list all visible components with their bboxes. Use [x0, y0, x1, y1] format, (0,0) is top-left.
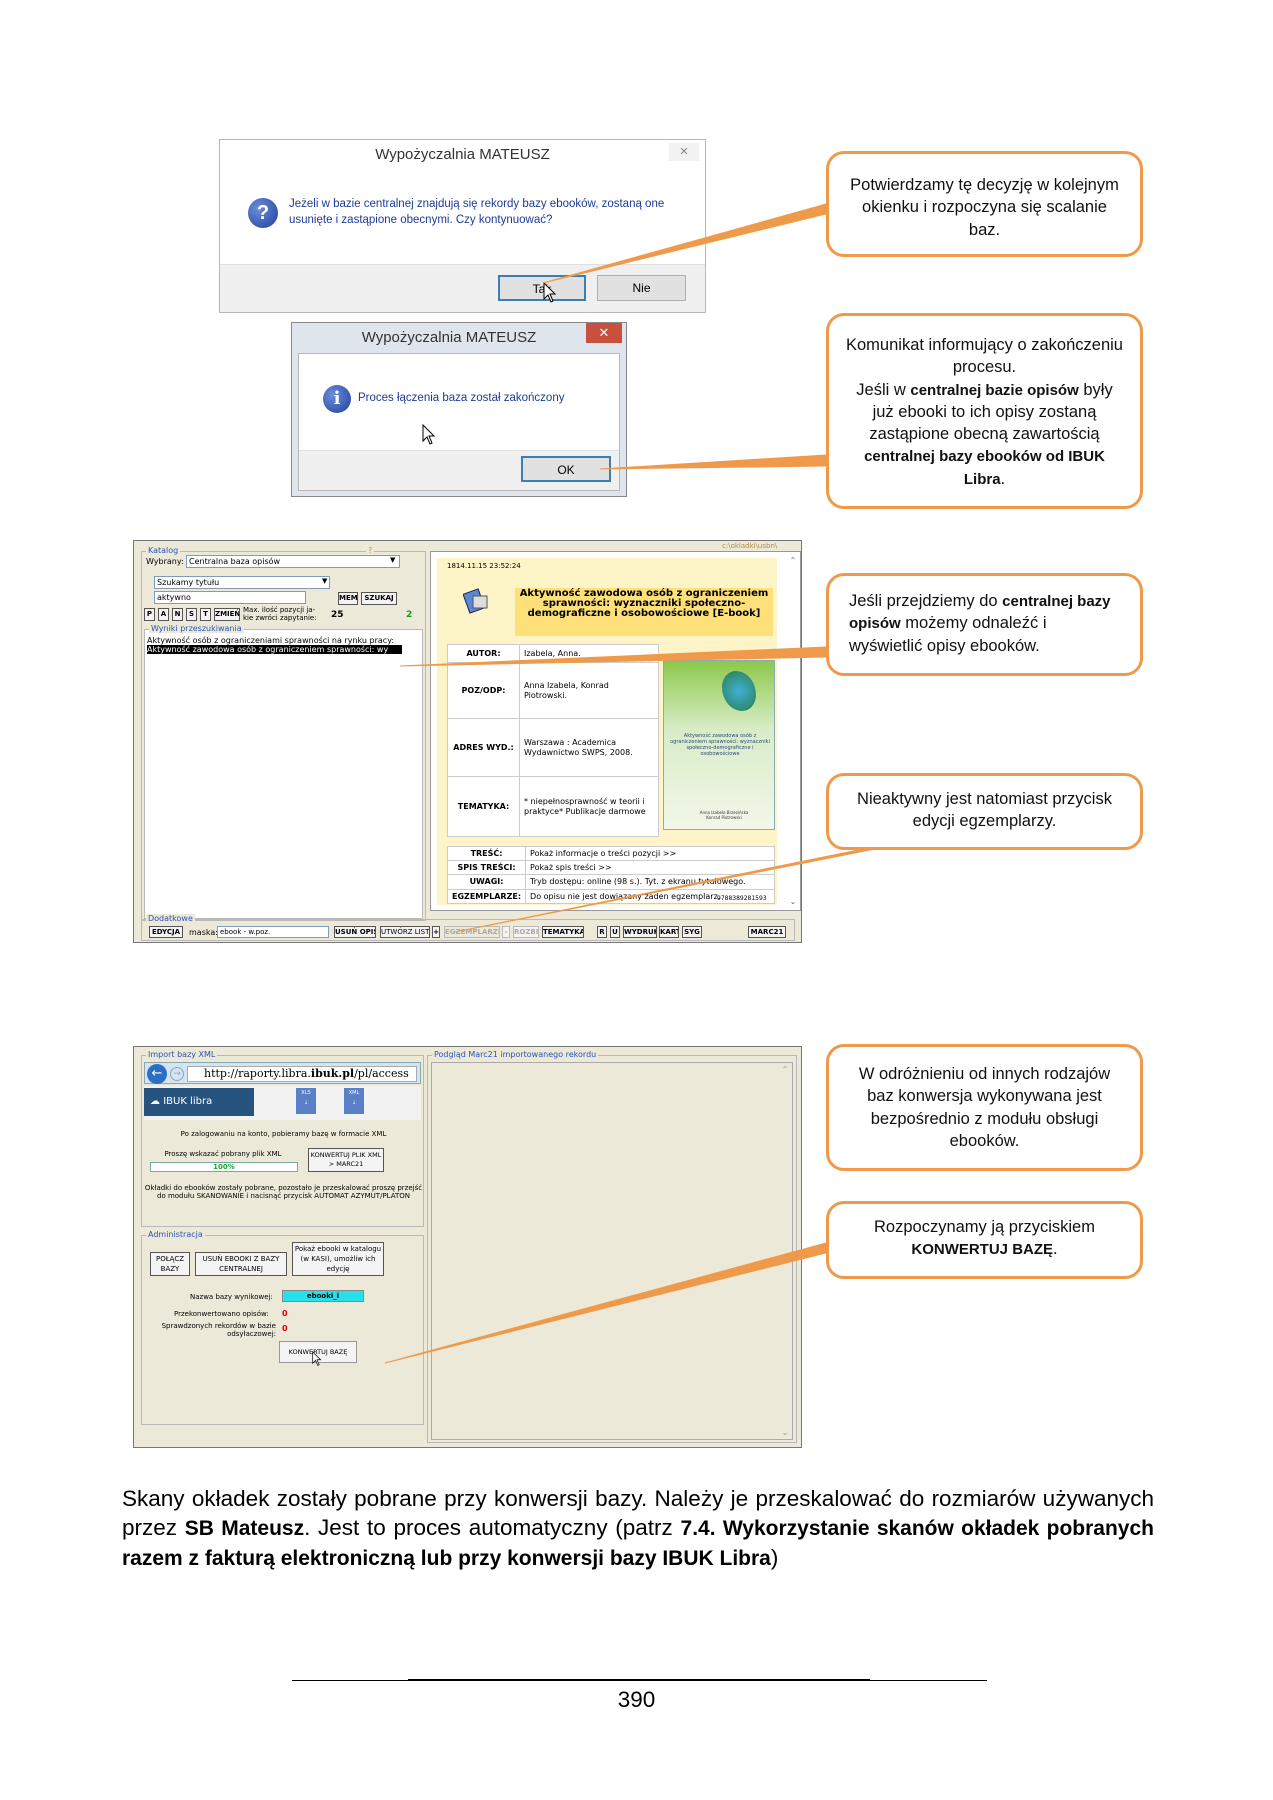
filter-p-button[interactable]: P [144, 608, 155, 621]
print-button[interactable]: WYDRUK [623, 926, 657, 938]
admin-group: Administracja POŁĄCZ BAZY USUŃ EBOOKI Z … [141, 1230, 424, 1425]
xml-download-icon[interactable]: XML↓ [344, 1088, 364, 1114]
catalog-window: Katalog ? Wybrany: Centralna baza opisów… [133, 540, 802, 943]
list-item-selected[interactable]: Aktywność zawodowa osób z ograniczeniem … [147, 645, 402, 655]
marc21-button[interactable]: MARC21 [748, 926, 786, 938]
remove-ebooks-button[interactable]: USUŃ EBOOKI Z BAZY CENTRALNEJ [195, 1252, 287, 1276]
signature-button[interactable]: SYG [682, 926, 702, 938]
r-button[interactable]: R [597, 926, 607, 938]
confirm-dialog: Wypożyczalnia MATEUSZ ✕ ? Jeżeli w bazie… [219, 139, 706, 313]
mouse-cursor-icon [312, 1351, 322, 1366]
progress-fill [151, 1163, 297, 1171]
footer-rule-bold [408, 1679, 870, 1681]
filter-s-button[interactable]: S [186, 608, 197, 621]
record-title: Aktywność zawodowa osób z ograniczeniem … [515, 588, 773, 636]
callout-conversion: W odróżnieniu od innych rodzajów baz kon… [826, 1044, 1143, 1171]
merge-databases-button[interactable]: POŁĄCZ BAZY [150, 1252, 190, 1276]
progress-bar: 100% [150, 1162, 298, 1172]
filter-t-button[interactable]: T [200, 608, 211, 621]
record-table: AUTOR:Izabela, Anna. POZ/ODP:Anna Izabel… [447, 644, 659, 837]
database-select[interactable]: Centralna baza opisów [186, 555, 400, 568]
edit-button[interactable]: EDYCJA [149, 926, 183, 938]
change-button[interactable]: ZMIEŃ [214, 608, 240, 621]
browser-bar: ← → http://raporty.libra.ibuk.pl/pl/acce… [144, 1062, 421, 1084]
callout-central-base: Jeśli przejdziemy do centralnej bazy opi… [826, 573, 1143, 676]
chevron-down-icon[interactable]: ▼ [390, 556, 396, 564]
cloud-icon: ☁ [150, 1096, 160, 1107]
search-mode-select[interactable]: Szukamy tytułu [154, 576, 330, 589]
toc-link[interactable]: Pokaż spis treści >> [525, 860, 775, 876]
extra-group: Dodatkowe EDYCJA maska: ebook - w.poz. U… [141, 914, 795, 941]
forward-icon[interactable]: → [170, 1067, 184, 1081]
u-button[interactable]: U [610, 926, 620, 938]
question-icon: ? [248, 198, 278, 228]
show-ebooks-button[interactable]: Pokaż ebooki w katalogu (w KASI), umożli… [292, 1242, 384, 1276]
dialog-title: Wypożyczalnia MATEUSZ [375, 146, 550, 163]
connector-finished [599, 454, 827, 470]
create-list-button[interactable]: UTWÓRZ LISTĘ [380, 926, 430, 938]
page-number: 390 [617, 1687, 656, 1712]
xls-download-icon[interactable]: XLS↓ [296, 1088, 316, 1114]
mouse-cursor-icon [543, 282, 557, 303]
split-button: ROZBIJ [513, 926, 539, 938]
close-button[interactable]: ✕ [586, 323, 622, 343]
copies-button: EGZEMPLARZE [444, 926, 500, 938]
chevron-down-icon[interactable]: ▼ [322, 577, 328, 585]
mask-select[interactable]: ebook - w.poz. [217, 926, 329, 938]
no-button[interactable]: Nie [597, 275, 686, 301]
book-cover: Aktywność zawodowa osób z ograniczeniem … [663, 660, 775, 830]
marc-preview-area[interactable]: ⌃⌄ [431, 1062, 793, 1440]
info-dialog: Wypożyczalnia MATEUSZ ✕ i Proces łączeni… [291, 322, 627, 497]
callout-convert-button: Rozpoczynamy ją przyciskiem KONWERTUJ BA… [826, 1201, 1143, 1279]
card-button[interactable]: KART [659, 926, 679, 938]
body-paragraph: Skany okładek zostały pobrane przy konwe… [122, 1486, 1154, 1570]
dialog-message: Proces łączenia baza został zakończony [358, 392, 565, 404]
convert-file-button[interactable]: KONWERTUJ PLIK XML > MARC21 [308, 1148, 384, 1172]
record-card: 1814.11.15 23:52:24 Aktywność zawodowa o… [437, 558, 777, 905]
search-button[interactable]: SZUKAJ [361, 592, 397, 605]
ibuk-banner: ☁ IBUK libra XLS↓ XML↓ [144, 1086, 421, 1120]
list-item[interactable]: Aktywność osób z ograniczeniami sprawnoś… [147, 636, 395, 645]
content-link[interactable]: Pokaż informacje o treści pozycji >> [525, 845, 775, 862]
mouse-cursor-icon [422, 424, 436, 445]
record-panel: 1814.11.15 23:52:24 Aktywność zawodowa o… [430, 551, 801, 911]
callout-inactive-copies: Nieaktywny jest natomiast przycisk edycj… [826, 773, 1143, 850]
minus-button: - [502, 926, 510, 938]
search-input[interactable]: aktywno [154, 591, 306, 604]
back-icon[interactable]: ← [147, 1064, 167, 1084]
plus-button[interactable]: + [432, 926, 440, 938]
filter-n-button[interactable]: N [172, 608, 183, 621]
info-icon: i [323, 385, 351, 413]
close-button[interactable]: ✕ [669, 143, 699, 161]
subject-button[interactable]: TEMATYKA [542, 926, 584, 938]
callout-confirm: Potwierdzamy tę decyzję w kolejnym okien… [826, 151, 1143, 257]
catalog-group: Katalog ? Wybrany: Centralna baza opisów… [141, 546, 426, 921]
mem-button[interactable]: MEM [338, 592, 358, 605]
ebook-icon [463, 588, 488, 614]
yes-button[interactable]: Tak [498, 275, 586, 301]
callout-finished: Komunikat informujący o zakończeniu proc… [826, 313, 1143, 509]
url-bar[interactable]: http://raporty.libra.ibuk.pl/pl/access [187, 1066, 417, 1082]
delete-record-button[interactable]: USUŃ OPIS [334, 926, 376, 938]
marc-preview-group: Podgląd Marc21 importowanego rekordu ⌃⌄ [427, 1050, 797, 1443]
scrollbar[interactable]: ⌃⌄ [789, 556, 797, 906]
import-group: Import bazy XML ← → http://raporty.libra… [141, 1050, 424, 1227]
brand-logo: ☁ IBUK libra [144, 1088, 254, 1116]
import-window: Import bazy XML ← → http://raporty.libra… [133, 1046, 802, 1448]
filter-a-button[interactable]: A [158, 608, 169, 621]
database-name-field[interactable]: ebooki_i [282, 1290, 364, 1302]
results-group: Wyniki przeszukiwania Aktywność osób z o… [144, 624, 423, 919]
dialog-message: Jeżeli w bazie centralnej znajdują się r… [289, 198, 665, 226]
ok-button[interactable]: OK [521, 456, 611, 482]
dialog-title: Wypożyczalnia MATEUSZ [292, 323, 626, 353]
scrollbar[interactable]: ⌃⌄ [781, 1065, 789, 1437]
